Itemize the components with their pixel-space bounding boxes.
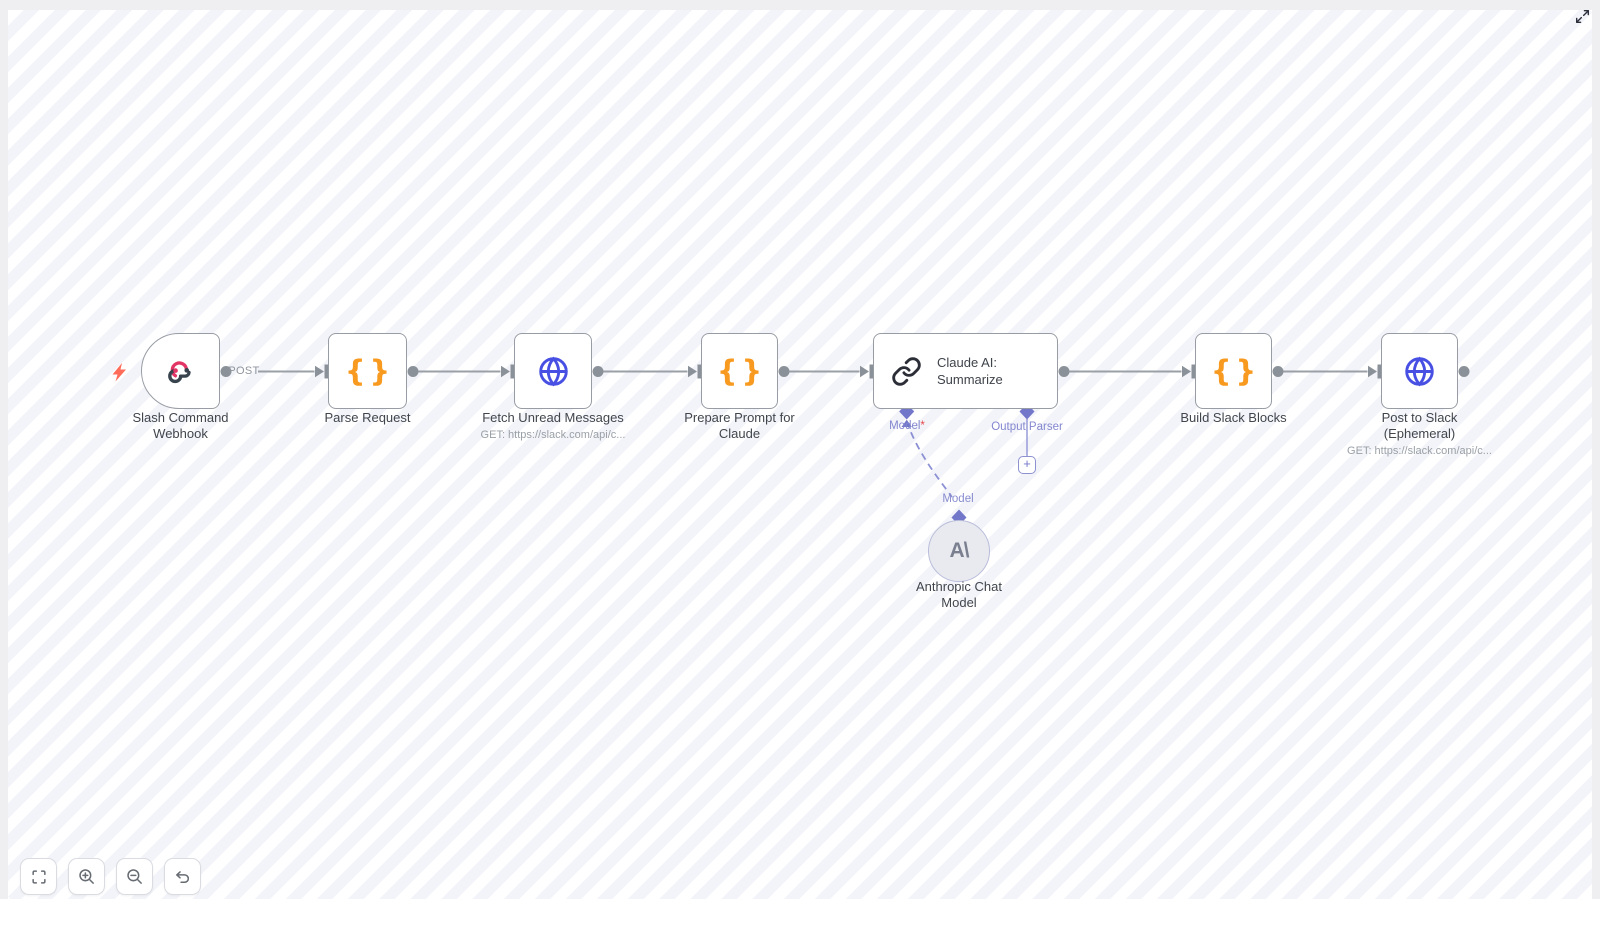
node-label-prepare-prompt-for-claude: Prepare Prompt for Claude [650, 410, 830, 442]
canvas-margin-left [0, 0, 8, 899]
node-anthropic-chat-model[interactable]: A\ [928, 520, 990, 582]
node-build-slack-blocks[interactable]: {} [1195, 333, 1272, 409]
node-title-line: Webhook [153, 426, 208, 441]
zoom-out-button[interactable] [116, 858, 153, 895]
zoom-in-button[interactable] [68, 858, 105, 895]
node-label-fetch-unread-messages: Fetch Unread Messages GET: https://slack… [463, 410, 643, 442]
zoom-in-icon [79, 869, 94, 884]
code-braces-icon: {} [1210, 353, 1261, 388]
connection-label-post: POST [228, 365, 260, 377]
reset-zoom-button[interactable] [164, 858, 201, 895]
chain-link-icon [892, 356, 921, 386]
node-title-line: Anthropic Chat [916, 579, 1002, 594]
model-port-label: Model* [867, 420, 947, 432]
webhook-icon [167, 361, 191, 384]
output-parser-port-label: Output Parser [977, 421, 1077, 433]
expand-icon [1575, 9, 1589, 23]
node-title-line: Model [941, 595, 977, 610]
anthropic-input-port-label: Model [918, 493, 998, 505]
node-label-slash-command-webhook: Slash Command Webhook [91, 410, 271, 442]
node-title-line: Slash Command [132, 410, 229, 425]
node-title-line: Claude [718, 426, 761, 441]
globe-icon [538, 356, 568, 386]
code-braces-icon: {} [344, 353, 395, 388]
canvas-margin-right [1592, 0, 1600, 899]
node-prepare-prompt-for-claude[interactable]: {} [701, 333, 778, 409]
plus-icon: + [1023, 456, 1031, 471]
node-label-parse-request: Parse Request [278, 410, 458, 426]
output-parser-text: Output Parser [991, 421, 1063, 433]
model-port-text: Model [889, 420, 921, 432]
node-title-line: Fetch Unread Messages [482, 410, 624, 425]
add-output-parser-button[interactable]: + [1018, 456, 1036, 474]
node-label-anthropic-chat-model: Anthropic Chat Model [869, 579, 1049, 611]
anthropic-icon: A\ [949, 539, 970, 562]
node-subtitle: GET: https://slack.com/api/c... [480, 429, 626, 441]
node-title-line: Build Slack Blocks [1180, 410, 1287, 425]
anthropic-input-text: Model [942, 493, 974, 505]
fit-view-icon [31, 869, 46, 884]
canvas-margin-top [0, 0, 1600, 10]
node-claude-ai-summarize[interactable]: Claude AI: Summarize [873, 333, 1058, 409]
node-slash-command-webhook[interactable] [141, 333, 220, 409]
node-parse-request[interactable]: {} [328, 333, 407, 409]
node-title-line: Post to Slack [1381, 410, 1458, 425]
fit-view-button[interactable] [20, 858, 57, 895]
code-braces-icon: {} [716, 353, 767, 388]
node-title-line: Prepare Prompt for [684, 410, 795, 425]
node-post-to-slack-ephemeral[interactable] [1381, 333, 1458, 409]
globe-icon [1405, 356, 1434, 386]
node-label-post-to-slack-ephemeral: Post to Slack (Ephemeral) GET: https://s… [1330, 410, 1510, 458]
zoom-out-icon [127, 869, 142, 884]
required-marker: * [920, 420, 925, 432]
node-label-build-slack-blocks: Build Slack Blocks [1144, 410, 1324, 426]
node-title-line: Summarize [937, 372, 1003, 387]
workflow-canvas[interactable] [8, 10, 1592, 899]
node-title-line: Parse Request [324, 410, 411, 425]
expand-canvas-button[interactable] [1571, 5, 1593, 27]
node-inline-title: Claude AI: Summarize [937, 354, 1003, 388]
node-fetch-unread-messages[interactable] [514, 333, 592, 409]
node-subtitle: GET: https://slack.com/api/c... [1347, 445, 1492, 457]
undo-icon [176, 871, 190, 884]
node-title-line: Claude AI: [937, 355, 997, 370]
node-title-line: (Ephemeral) [1383, 426, 1456, 441]
